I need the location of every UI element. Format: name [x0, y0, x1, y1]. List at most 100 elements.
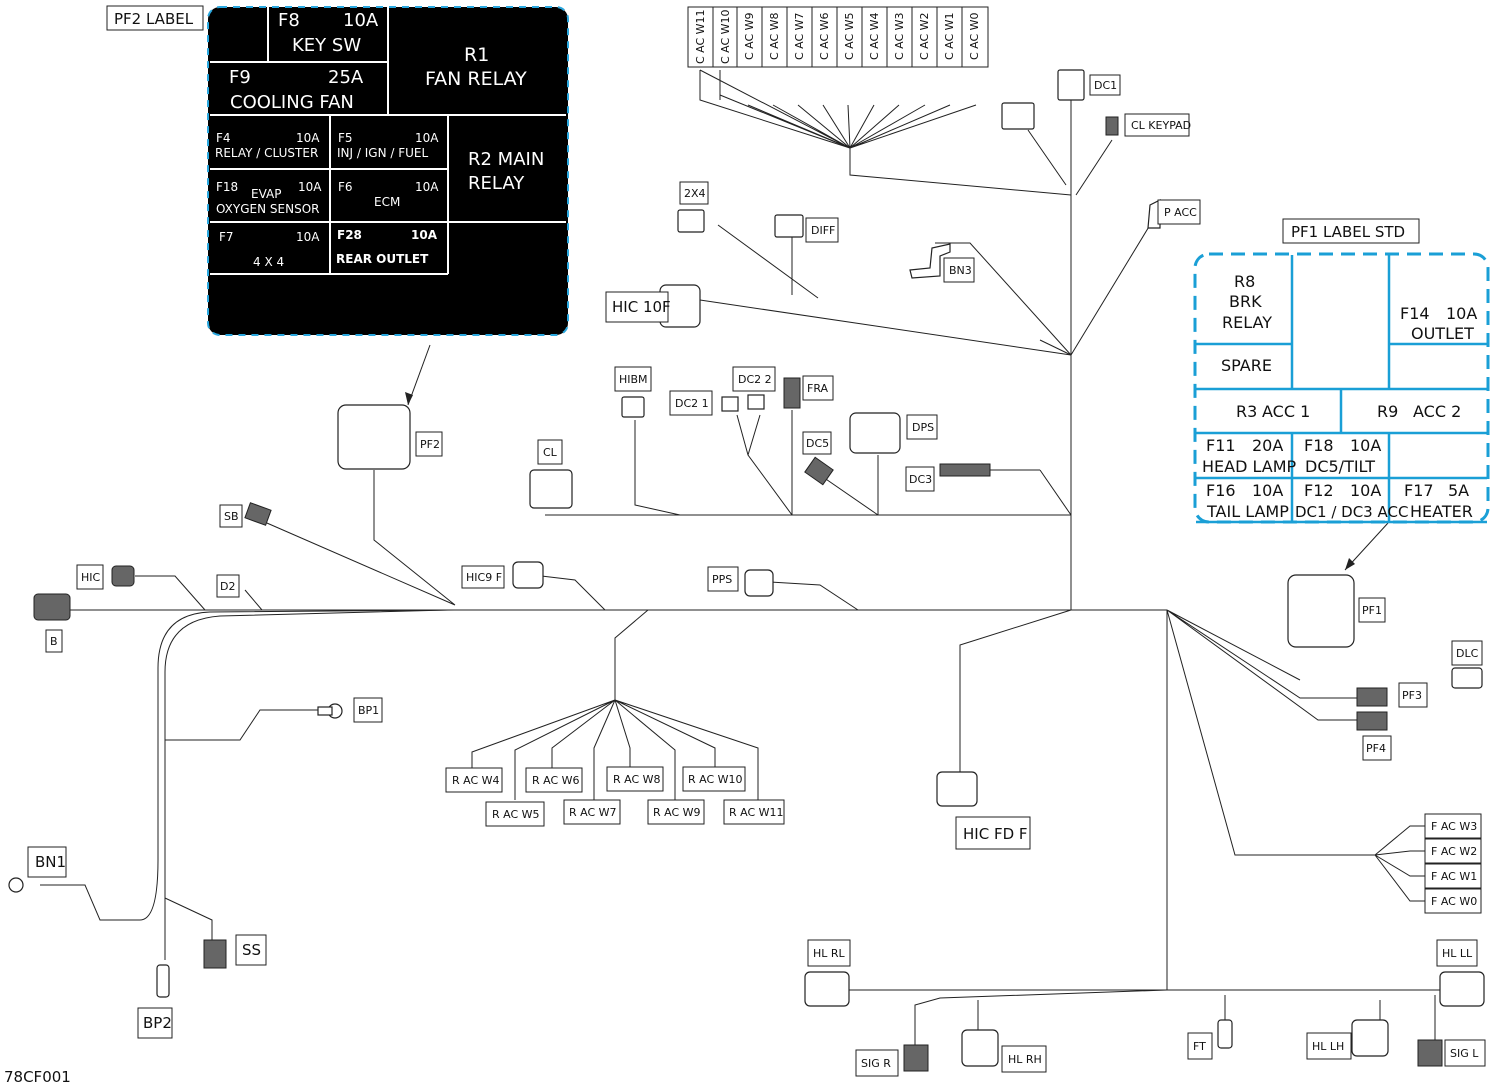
pf2-f9-amp: 25A	[328, 67, 364, 88]
hic-connector-icon	[111, 565, 135, 587]
dc3-connector-icon	[939, 463, 991, 477]
dc2-2-label: DC2 2	[738, 373, 772, 386]
pf2-f28: F28	[337, 228, 362, 242]
pf2-f18-desc: OXYGEN SENSOR	[216, 202, 319, 216]
b-connector-icon	[33, 593, 71, 621]
p-acc-label: P ACC	[1164, 206, 1197, 219]
pf2-label-panel: F8 10A KEY SW F9 25A COOLING FAN R1 FAN …	[207, 6, 569, 336]
pf2-r1: R1	[464, 44, 489, 66]
pf1-r3: R3	[1236, 402, 1257, 421]
pf2-f5-amp: 10A	[415, 131, 439, 145]
hic-10f-label: HIC 10F	[612, 298, 671, 316]
ft-label: FT	[1193, 1040, 1206, 1053]
pps-connector-icon	[744, 569, 774, 597]
pf1-f12-amp: 10A	[1350, 481, 1381, 500]
figure-id: 78CF001	[4, 1068, 71, 1086]
pps-label: PPS	[712, 573, 732, 586]
dc2-1-connector-icon	[721, 396, 739, 412]
c-ac-w0-label: C AC W0	[968, 12, 981, 60]
pf2-f6-amp: 10A	[415, 180, 439, 194]
c-ac-w3-label: C AC W3	[893, 12, 906, 60]
pf1-label-title-box	[1282, 218, 1420, 244]
hic-label: HIC	[81, 571, 101, 584]
pf2-r1-desc: FAN RELAY	[425, 68, 527, 90]
sig-r-label: SIG R	[861, 1057, 891, 1070]
pf1-f16: F16	[1206, 481, 1236, 500]
pf1-f11-desc: HEAD LAMP	[1202, 457, 1297, 476]
d2-label: D2	[220, 580, 235, 593]
pf1-f14-desc: OUTLET	[1411, 324, 1474, 343]
harness-wires	[40, 69, 1445, 1045]
sb-connector-icon	[244, 502, 272, 526]
sb-label: SB	[224, 510, 239, 523]
bp1-label: BP1	[358, 704, 379, 717]
cl-label: CL	[543, 446, 558, 459]
f-ac-w0-label: F AC W0	[1431, 895, 1477, 908]
f-ac-w3-label: F AC W3	[1431, 820, 1477, 833]
r-ac-w9-label: R AC W9	[653, 806, 701, 819]
r-ac-w5-label: R AC W5	[492, 808, 540, 821]
pf2-f8: F8	[278, 10, 300, 31]
bn3-label: BN3	[949, 264, 972, 277]
pf2-label: PF2	[420, 438, 440, 451]
hic9-f-connector-icon	[512, 561, 544, 589]
c-ac-w7-label: C AC W7	[793, 12, 806, 60]
dc1-socket-icon	[1001, 102, 1035, 130]
bp1-terminal-icon	[317, 706, 333, 716]
pf2-f18-amp: 10A	[298, 180, 322, 194]
pf2-f8-desc: KEY SW	[292, 35, 361, 56]
f-ac-w1-label: F AC W1	[1431, 870, 1477, 883]
ss-connector-icon	[203, 939, 227, 969]
pf1-f16-amp: 10A	[1252, 481, 1283, 500]
callout-labels: DC1 CL KEYPAD P ACC BN3 2X4 DIFF HIC 10F…	[27, 74, 1486, 1077]
pf1-connector-icon	[1287, 574, 1355, 648]
c-ac-connector-strip: C AC W11 C AC W10 C AC W9 C AC W8 C AC W…	[687, 6, 989, 68]
connector-shapes	[8, 69, 1485, 1072]
hl-rl-connector-icon	[804, 971, 850, 1007]
pf2-label-background	[208, 7, 568, 335]
pf2-f28-desc: REAR OUTLET	[336, 252, 429, 266]
pf3-label: PF3	[1402, 689, 1422, 702]
hl-lh-connector-icon	[1351, 1019, 1389, 1057]
pf2-f5-desc: INJ / IGN / FUEL	[337, 146, 428, 160]
dc1-connector-icon	[1057, 69, 1085, 101]
pf2-f7-amp: 10A	[296, 230, 320, 244]
dps-connector-icon	[849, 412, 901, 454]
hl-rh-connector-icon	[961, 1029, 999, 1067]
pf1-f12: F12	[1304, 481, 1334, 500]
cl-connector-icon	[529, 469, 573, 509]
c-ac-w4-label: C AC W4	[868, 12, 881, 60]
f-ac-w2-label: F AC W2	[1431, 845, 1477, 858]
pf1-r8-relay: RELAY	[1222, 313, 1272, 332]
pf1-spare: SPARE	[1221, 356, 1272, 375]
pf1-f18: F18	[1304, 436, 1334, 455]
pf1-r3-desc: ACC 1	[1262, 402, 1310, 421]
dc1-label: DC1	[1094, 79, 1117, 92]
c-ac-w2-label: C AC W2	[918, 12, 931, 60]
sig-r-connector-icon	[903, 1044, 929, 1072]
pf2-r2-line2: RELAY	[468, 173, 525, 194]
dps-label: DPS	[912, 421, 934, 434]
bp2-label: BP2	[143, 1014, 172, 1032]
pf2-f6: F6	[338, 180, 353, 194]
dc3-label: DC3	[909, 473, 932, 486]
pf2-f5: F5	[338, 131, 353, 145]
pf1-f17: F17	[1404, 481, 1434, 500]
pf2-f7: F7	[219, 230, 234, 244]
pf1-f11: F11	[1206, 436, 1236, 455]
r-ac-w7-label: R AC W7	[569, 806, 617, 819]
cl-keypad-connector-icon	[1105, 116, 1119, 136]
c-ac-w9-label: C AC W9	[743, 12, 756, 60]
dc2-2-connector-icon	[747, 394, 765, 410]
hl-ll-label: HL LL	[1442, 947, 1473, 960]
pf2-f18-evap: EVAP	[251, 187, 281, 201]
pf1-f11-amp: 20A	[1252, 436, 1283, 455]
pf1-f14-amp: 10A	[1446, 304, 1477, 323]
pf1-r9: R9	[1377, 402, 1398, 421]
pf2-label-dashed-border	[207, 6, 569, 336]
pf2-f8-amp: 10A	[343, 10, 379, 31]
pf2-r2-line1: R2 MAIN	[468, 149, 544, 170]
pf2-f4: F4	[216, 131, 231, 145]
pf2-f6-desc: ECM	[374, 195, 400, 209]
